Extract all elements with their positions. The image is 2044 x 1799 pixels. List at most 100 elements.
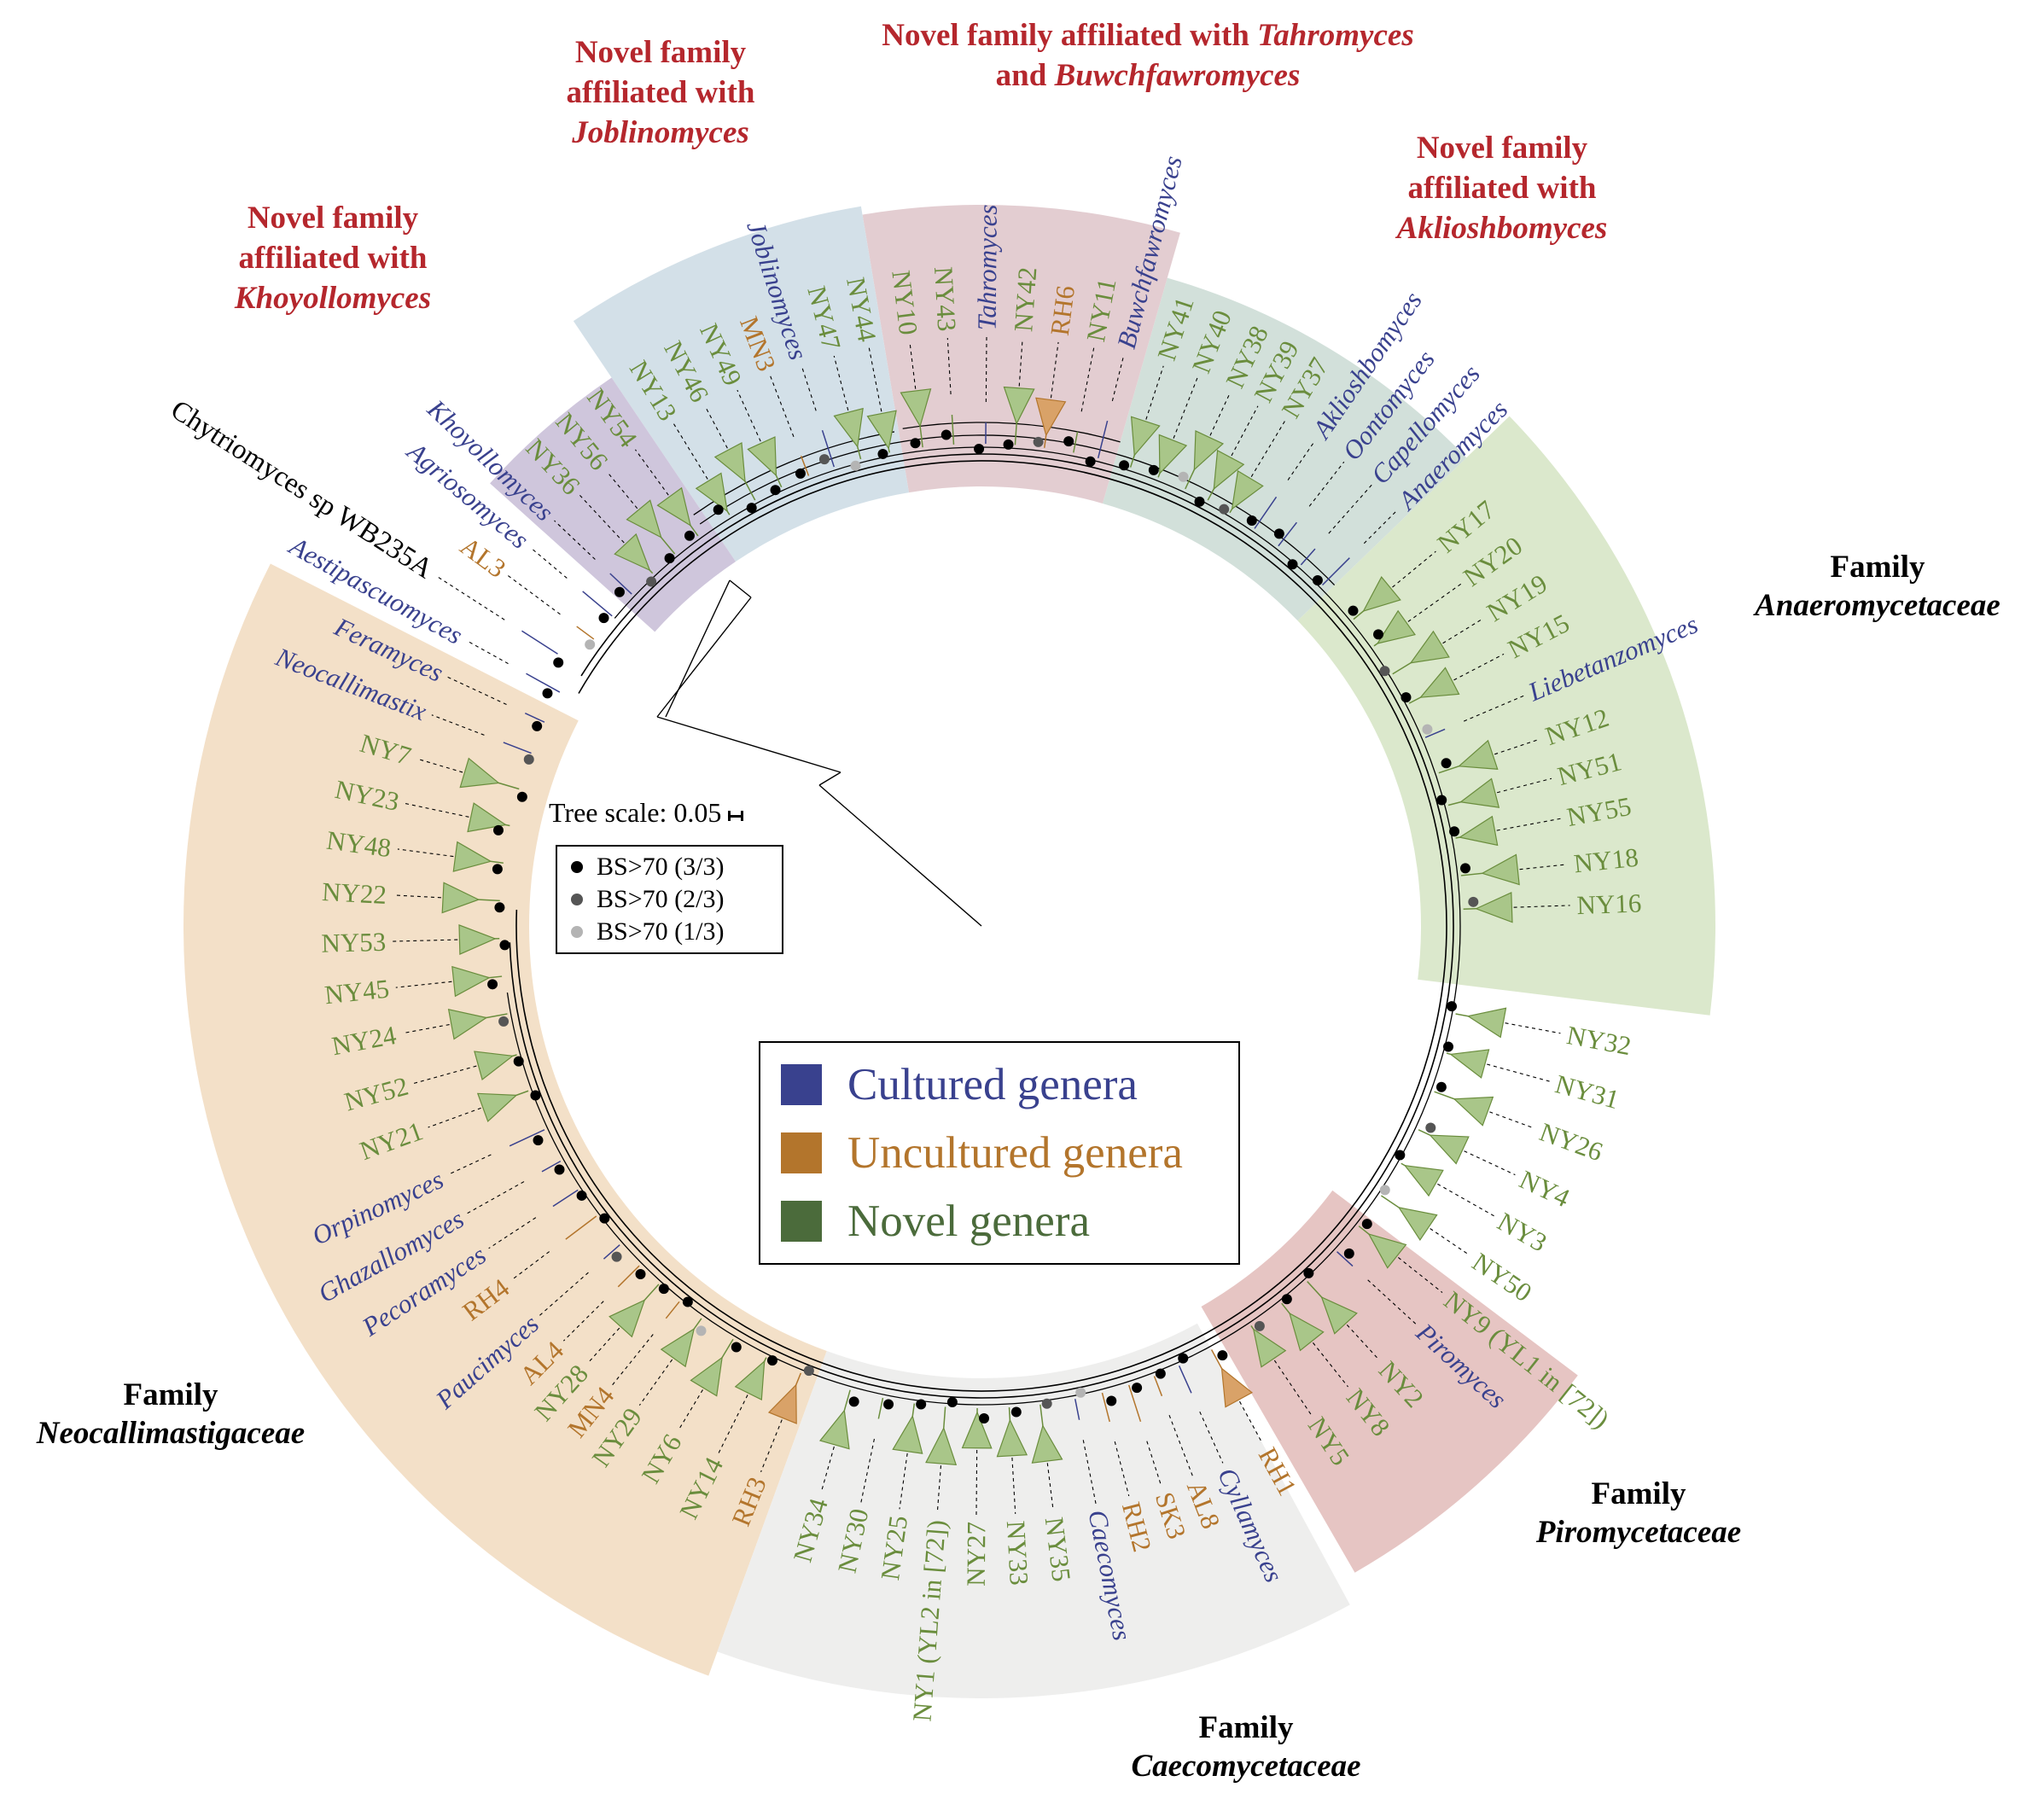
taxon-label: NY18: [1572, 842, 1639, 879]
collapsed-clade: [447, 1008, 488, 1040]
family-title-neocallimastigaceae: Family Neocallimastigaceae: [36, 1377, 306, 1451]
tip-branch: [526, 672, 561, 693]
tree-branch: [656, 716, 841, 773]
tree-branch: [818, 771, 841, 786]
taxon-label: NY16: [1576, 888, 1642, 921]
label-leader: [428, 1107, 481, 1128]
label-leader: [1239, 1400, 1263, 1444]
bootstrap-node: [979, 1412, 990, 1423]
collapsed-clade: [1035, 397, 1067, 437]
taxon-label: NY50: [1467, 1247, 1537, 1307]
taxon-label: NY33: [1001, 1520, 1034, 1586]
collapsed-clade: [1458, 815, 1499, 847]
label-leader: [936, 1465, 942, 1514]
label-leader: [510, 1251, 550, 1281]
tip-branch: [521, 630, 558, 655]
label-leader: [508, 575, 561, 615]
bootstrap-node: [883, 1399, 894, 1410]
tip-branch: [1178, 1365, 1192, 1394]
family-title-joblinomyces: Novel family affiliated with Joblinomyce…: [566, 35, 755, 150]
collapsed-clade: [734, 1359, 766, 1401]
bootstrap-node: [1041, 1398, 1052, 1409]
tip-branch: [877, 1397, 884, 1419]
tip-branch: [1321, 557, 1350, 586]
label-leader: [606, 471, 638, 509]
bootstrap-node: [1435, 1081, 1447, 1092]
collapsed-clade: [614, 533, 651, 572]
collapsed-clade: [609, 1299, 646, 1338]
label-leader: [1146, 1441, 1162, 1488]
taxon-label: RH6: [1045, 284, 1080, 338]
collapsed-clade: [1130, 416, 1161, 457]
bootstrap-node: [731, 1342, 742, 1353]
bootstrap-node: [940, 429, 952, 440]
bootstrap-legend-item: BS>70 (1/3): [571, 917, 724, 947]
collapsed-clade: [1289, 1312, 1325, 1352]
bootstrap-node: [1312, 574, 1323, 585]
bootstrap-node: [1178, 471, 1189, 482]
bootstrap-node: [1132, 1383, 1143, 1394]
bootstrap-node: [533, 1135, 544, 1146]
tip-branch: [1101, 1392, 1110, 1423]
label-leader: [678, 1389, 703, 1431]
label-leader: [1011, 1457, 1016, 1514]
label-leader: [1018, 338, 1023, 387]
bootstrap-node: [1459, 863, 1470, 874]
collapsed-clade: [690, 1356, 723, 1397]
collapsed-clade: [441, 882, 480, 914]
bootstrap-node: [1449, 826, 1460, 837]
family-sector-aklioshbomyces: [1102, 277, 1467, 621]
bootstrap-node: [658, 1284, 669, 1295]
collapsed-clade: [626, 499, 662, 539]
collapsed-clade: [747, 436, 777, 477]
label-leader: [820, 1446, 835, 1493]
label-leader: [704, 405, 728, 449]
collapsed-clade: [1362, 576, 1401, 613]
label-leader: [1308, 461, 1345, 507]
collapsed-clade: [833, 407, 864, 448]
bootstrap-node: [1003, 439, 1014, 450]
collapsed-clade: [1158, 434, 1188, 475]
label-leader: [1505, 1022, 1561, 1034]
scale-bar: [728, 810, 744, 821]
bootstrap-node: [576, 1190, 587, 1201]
collapsed-clade: [1449, 1049, 1490, 1079]
tip-branch: [1278, 521, 1297, 547]
label-leader: [946, 338, 952, 395]
bootstrap-node: [598, 613, 609, 624]
label-leader: [760, 1419, 783, 1472]
bootstrap-legend-item: BS>70 (2/3): [571, 884, 724, 915]
bootstrap-node: [1219, 504, 1230, 515]
label-leader: [397, 848, 454, 858]
collapsed-clade: [1419, 667, 1460, 698]
bootstrap-node: [494, 902, 505, 913]
label-leader: [1363, 509, 1399, 544]
family-sector-joblinomyces: [573, 206, 910, 562]
label-leader: [1442, 618, 1484, 644]
label-leader: [435, 574, 505, 620]
label-leader: [634, 449, 669, 496]
label-leader: [1050, 341, 1059, 399]
label-leader: [1046, 1463, 1054, 1511]
collapsed-clade: [476, 1092, 518, 1123]
bootstrap-node: [1194, 496, 1205, 507]
label-leader: [416, 758, 463, 773]
tip-branch: [617, 1265, 640, 1288]
collapsed-clade: [1220, 1367, 1254, 1408]
color-swatch: [781, 1201, 822, 1242]
label-leaders: [393, 337, 1570, 1515]
collapsed-clade: [660, 1327, 696, 1368]
bootstrap-node: [1148, 464, 1159, 475]
tip-branch: [1073, 431, 1079, 453]
label-leader: [1346, 1325, 1380, 1361]
collapsed-clade: [818, 1409, 850, 1450]
bootstrap-node: [492, 864, 503, 875]
tree-branch: [729, 579, 752, 598]
bootstrap-node: [664, 553, 675, 564]
label-leader: [1489, 1111, 1535, 1129]
tree-branch: [656, 597, 752, 718]
label-leader: [395, 981, 452, 988]
genera-legend: Cultured genera Uncultured genera Novel …: [759, 1041, 1240, 1265]
bootstrap-node: [487, 979, 498, 990]
